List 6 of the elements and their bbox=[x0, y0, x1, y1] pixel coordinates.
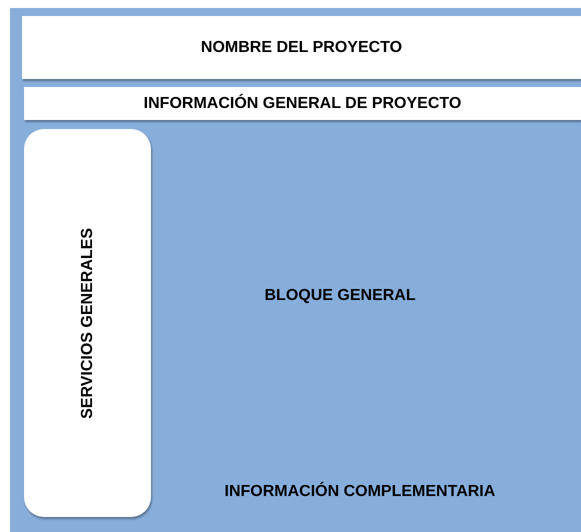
header-box: INFORMACIÓN GENERAL DE PROYECTO bbox=[24, 87, 581, 120]
background-panel bbox=[10, 8, 581, 532]
panel-text: INFORMACIÓN COMPLEMENTARIA bbox=[224, 483, 496, 501]
panel-heading: BLOQUE GENERAL bbox=[264, 287, 416, 305]
sidebar-box: SERVICIOS GENERALES bbox=[24, 129, 151, 517]
title-box: NOMBRE DEL PROYECTO bbox=[22, 16, 581, 79]
